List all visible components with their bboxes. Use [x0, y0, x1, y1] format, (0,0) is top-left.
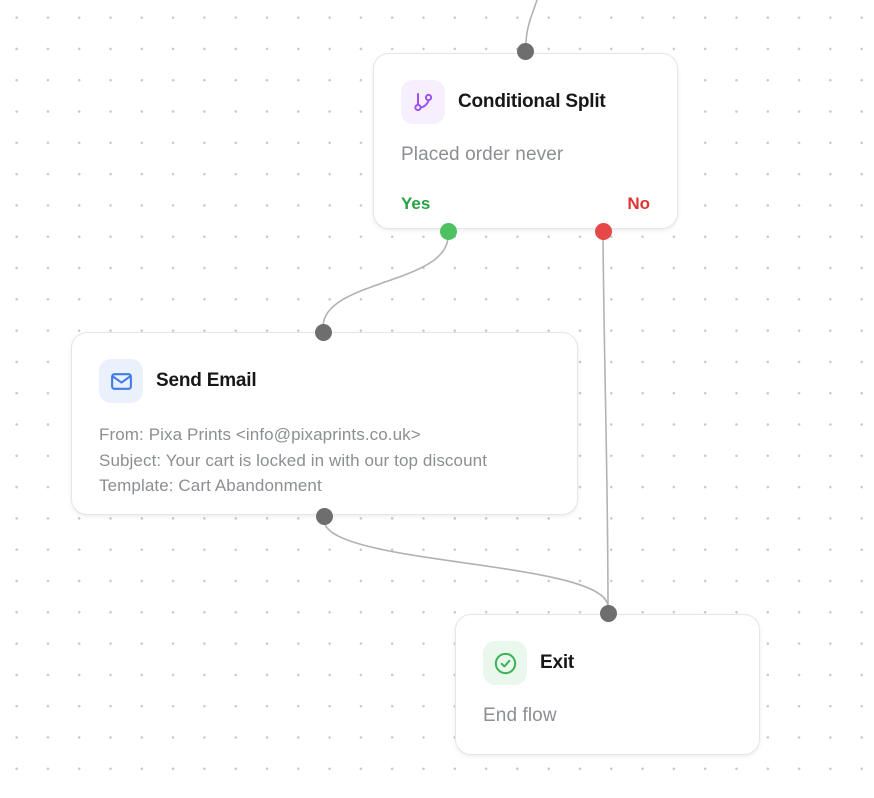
node-title: Send Email	[156, 370, 257, 391]
conditional-split-input-handle[interactable]	[517, 43, 534, 60]
node-title: Exit	[540, 652, 575, 673]
edge-yes-to-send-email	[322, 235, 449, 328]
email-from-line: From: Pixa Prints <info@pixaprints.co.uk…	[99, 425, 421, 444]
email-details: From: Pixa Prints <info@pixaprints.co.uk…	[72, 403, 577, 499]
node-send-email[interactable]: Send Email From: Pixa Prints <info@pixap…	[71, 332, 578, 515]
edge-no-to-exit	[602, 235, 609, 608]
node-conditional-split[interactable]: Conditional Split Placed order never Yes…	[373, 53, 678, 229]
email-template-line: Template: Cart Abandonment	[99, 476, 322, 495]
node-title: Conditional Split	[458, 91, 606, 112]
send-email-input-handle[interactable]	[315, 324, 332, 341]
node-subtitle: End flow	[483, 705, 557, 726]
yes-output-handle[interactable]	[440, 223, 457, 240]
node-header: Send Email	[72, 333, 577, 403]
envelope-icon	[99, 359, 143, 403]
node-header: Conditional Split	[374, 54, 677, 124]
no-output-handle[interactable]	[595, 223, 612, 240]
email-subject-line: Subject: Your cart is locked in with our…	[99, 450, 488, 470]
branch-icon	[401, 80, 445, 124]
node-exit[interactable]: Exit End flow	[455, 614, 760, 755]
check-circle-icon	[483, 641, 527, 685]
send-email-output-handle[interactable]	[316, 508, 333, 525]
edge-send-email-to-exit	[323, 519, 609, 608]
branch-row: Yes No	[374, 194, 677, 214]
node-header: Exit	[456, 615, 759, 685]
yes-branch-label: Yes	[401, 194, 431, 213]
no-branch-label: No	[627, 194, 650, 213]
exit-input-handle[interactable]	[600, 605, 617, 622]
edge-incoming	[525, 0, 538, 46]
node-subtitle: Placed order never	[401, 144, 564, 165]
